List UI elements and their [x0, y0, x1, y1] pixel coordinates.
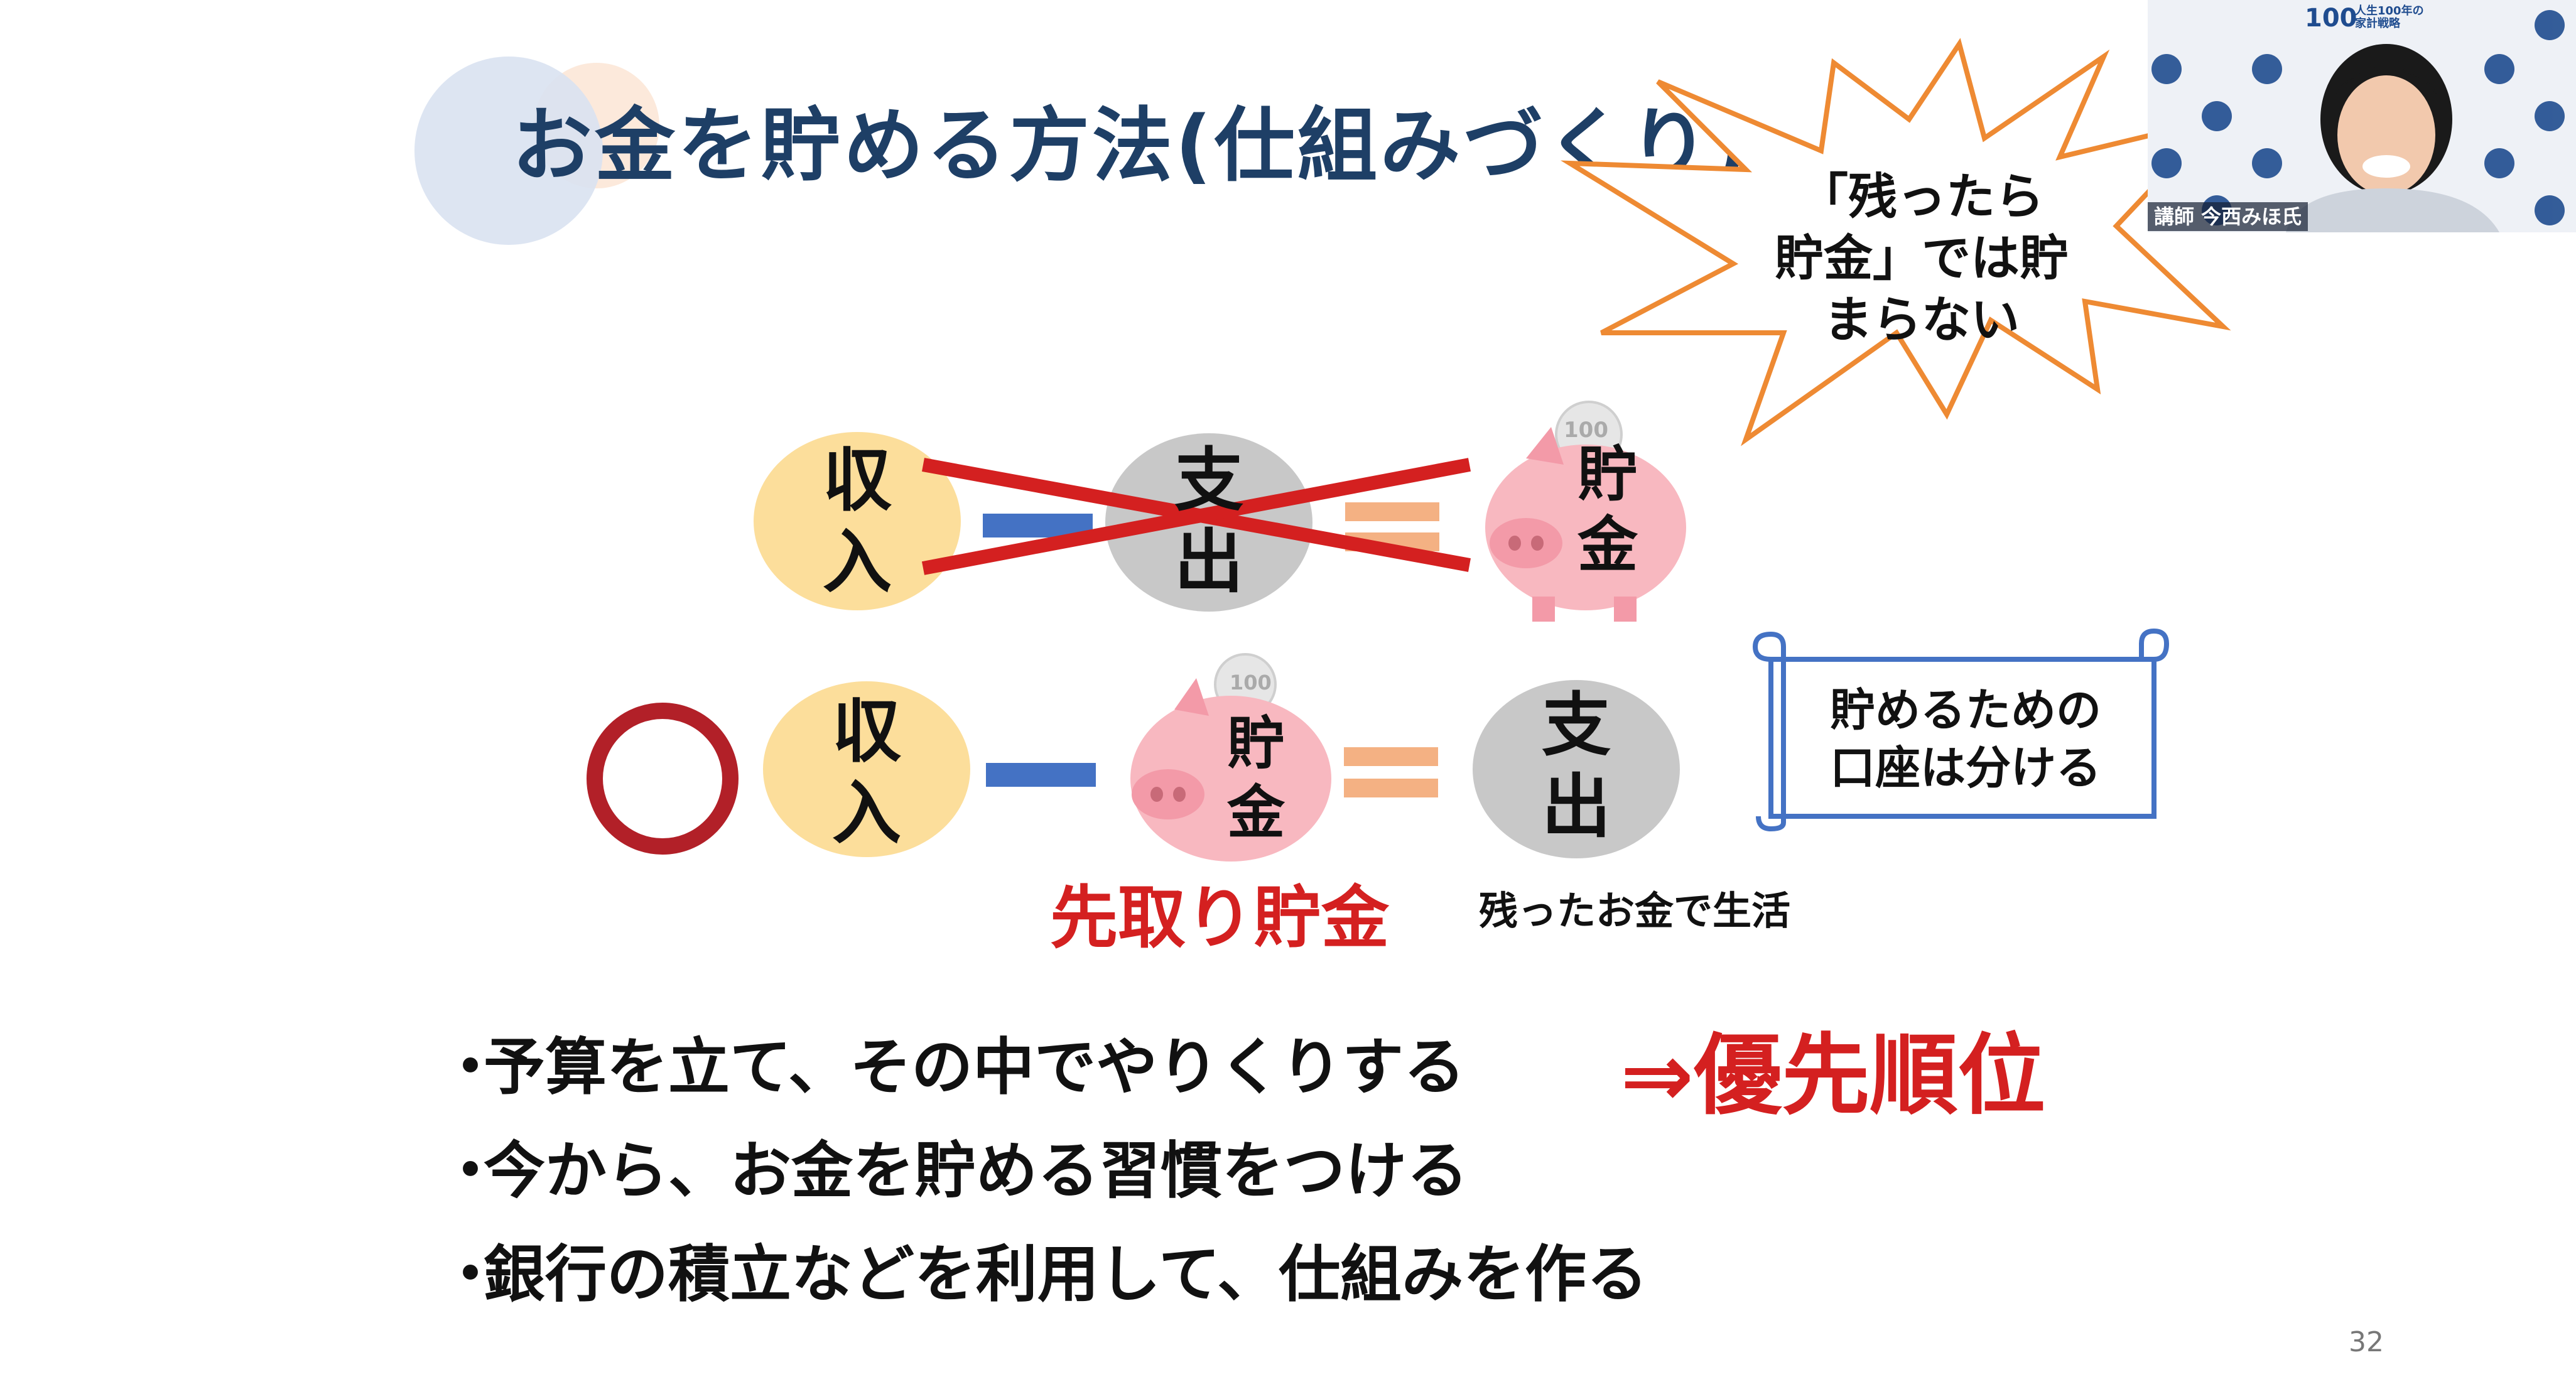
income-circle	[763, 681, 970, 857]
bullet-item: ・予算を立て、その中でやりくりする	[440, 1017, 1465, 1106]
burst-line: まらない	[1823, 292, 2020, 348]
label-char: 貯	[1578, 440, 1638, 510]
coin-text: 100	[1230, 671, 1272, 694]
expense-label: 支 出	[1513, 684, 1639, 848]
equals-bottom	[1344, 779, 1438, 797]
burst-line: 「残ったら	[1799, 169, 2044, 225]
bullet-text: 今から、お金を貯める習慣をつける	[484, 1135, 1469, 1207]
webcam-backdrop	[2148, 0, 2576, 232]
sakidori-label: 先取り貯金	[1050, 879, 1390, 958]
label-char: 貯	[1226, 710, 1285, 777]
bullet-item: ・銀行の積立などを利用して、仕組みを作る	[440, 1224, 1648, 1314]
equals-top	[1345, 502, 1439, 521]
expense-label: 支 出	[1146, 440, 1272, 603]
label-char: 金	[1226, 779, 1285, 846]
income-label: 収 入	[794, 440, 920, 603]
scroll-line: 貯めるための	[1829, 684, 2101, 737]
equals-top	[1344, 747, 1438, 766]
income-circle	[754, 432, 961, 610]
income-label: 収 入	[804, 691, 929, 854]
priority-label: ⇒優先順位	[1620, 1025, 2046, 1127]
logo-sub-line: 人生100年の	[2355, 4, 2424, 18]
webcam-logo-sub: 人生100年の 家計戦略	[2355, 5, 2424, 30]
savings-label: 貯 金	[1193, 710, 1319, 848]
title-decoration	[414, 57, 659, 245]
nokotta-label: 残ったお金で生活	[1479, 888, 1791, 934]
minus-sign	[986, 763, 1096, 787]
scroll-line: 口座は分ける	[1829, 742, 2101, 794]
bullet-text: 銀行の積立などを利用して、仕組みを作る	[484, 1239, 1648, 1310]
maru-circle-icon	[587, 703, 739, 855]
label-char: 支	[1174, 440, 1243, 521]
piggy-bank-icon	[1130, 696, 1331, 862]
scroll-note-text: 貯めるための 口座は分ける	[1790, 681, 2141, 797]
cross-line	[921, 458, 1471, 575]
burst-line: 貯金」では貯	[1774, 230, 2069, 287]
bullet-marker: ・	[440, 1239, 502, 1310]
label-char: 収	[832, 691, 901, 772]
page-number: 32	[2349, 1326, 2384, 1358]
slide-title: お金を貯める方法(仕組みづくり)	[512, 99, 1751, 193]
label-char: 収	[823, 440, 892, 521]
label-char: 入	[832, 773, 901, 853]
logo-sub-line: 家計戦略	[2355, 17, 2400, 30]
bullet-marker: ・	[440, 1135, 502, 1207]
savings-label: 貯 金	[1545, 440, 1670, 580]
bullet-item: ・今から、お金を貯める習慣をつける	[440, 1121, 1468, 1210]
burst-callout-text: 「残ったら 貯金」では貯 まらない	[1746, 166, 2097, 351]
coin-text: 100	[1564, 418, 1608, 443]
scroll-note-shape	[1752, 628, 2170, 832]
burst-callout-shape	[1560, 38, 2231, 446]
label-char: 入	[823, 522, 892, 602]
webcam-logo-number: 100	[2305, 4, 2357, 33]
row2-diagram	[587, 653, 1680, 862]
presenter-caption: 講師 今西みほ氏	[2148, 202, 2308, 231]
expense-circle	[1473, 680, 1680, 858]
label-char: 出	[1174, 522, 1243, 602]
label-char: 支	[1542, 685, 1611, 765]
bullet-marker: ・	[440, 1032, 502, 1103]
label-char: 金	[1578, 510, 1638, 580]
bullet-text: 予算を立て、その中でやりくりする	[484, 1032, 1466, 1103]
webcam-video[interactable]: 100 人生100年の 家計戦略 講師 今西みほ氏	[2148, 0, 2576, 232]
label-char: 出	[1542, 767, 1611, 847]
piggy-bank-icon	[1485, 445, 1686, 610]
row1-diagram	[754, 401, 1686, 622]
